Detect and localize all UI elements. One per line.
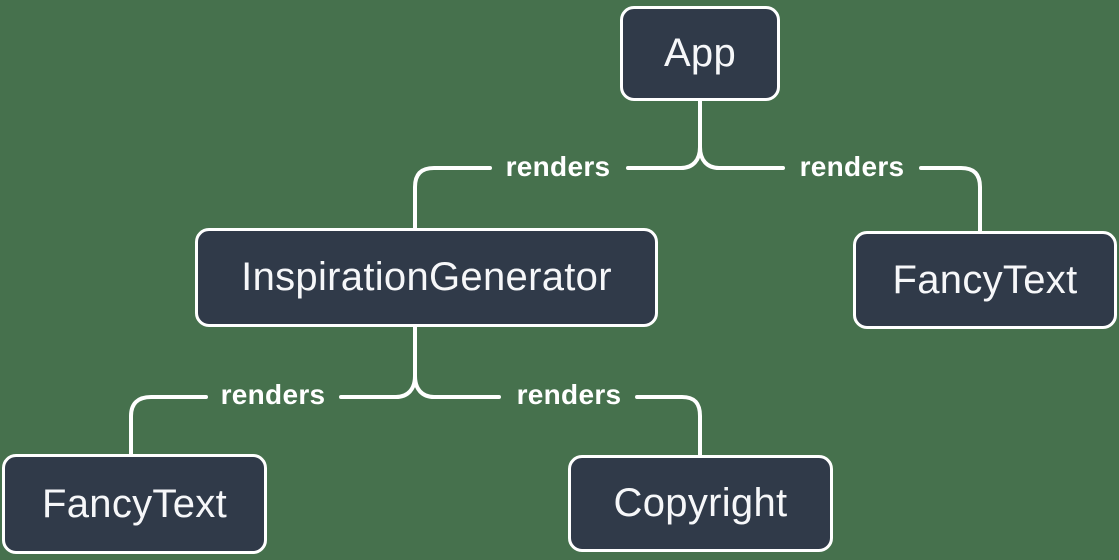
node-fancy-text-left-label: FancyText bbox=[42, 481, 227, 526]
node-copyright-label: Copyright bbox=[613, 481, 788, 525]
node-app: App bbox=[620, 6, 780, 101]
edge-label-app-fancytext: renders bbox=[799, 151, 905, 182]
node-fancy-text-left: FancyText bbox=[2, 454, 267, 554]
node-fancy-text-right-label: FancyText bbox=[892, 257, 1078, 302]
edge-label-inspirationgenerator-copyright: renders bbox=[516, 379, 622, 410]
edge-inspirationgenerator-to-copyright bbox=[413, 324, 702, 458]
edge-app-to-fancytext-right bbox=[698, 99, 982, 234]
node-inspiration-generator-label: InspirationGenerator bbox=[241, 255, 612, 299]
edge-label-inspirationgenerator-fancytext: renders bbox=[220, 379, 326, 410]
node-app-label: App bbox=[663, 31, 737, 75]
node-copyright: Copyright bbox=[568, 455, 833, 552]
node-inspiration-generator: InspirationGenerator bbox=[195, 228, 658, 327]
node-fancy-text-right: FancyText bbox=[853, 231, 1117, 329]
edge-label-app-inspirationgenerator: renders bbox=[505, 151, 611, 182]
